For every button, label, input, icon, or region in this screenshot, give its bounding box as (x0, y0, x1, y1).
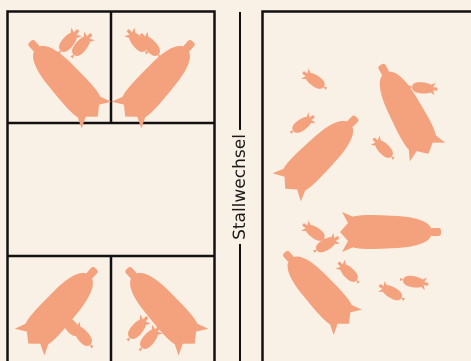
sow-icon (340, 212, 441, 252)
piglet-icon (369, 134, 398, 163)
sow-icon (271, 240, 363, 337)
sow-icon (110, 28, 207, 130)
sow-icon (363, 55, 446, 163)
piglet-icon (399, 273, 430, 291)
sow-icon (13, 255, 110, 357)
sow-icon (271, 103, 371, 203)
piglet-icon (287, 111, 318, 138)
stallwechsel-label: Stallwechsel (230, 130, 250, 244)
piglet-icon (334, 258, 363, 287)
piglet-icon (376, 280, 407, 305)
sow-icon (112, 255, 209, 357)
piglet-icon (299, 67, 330, 94)
